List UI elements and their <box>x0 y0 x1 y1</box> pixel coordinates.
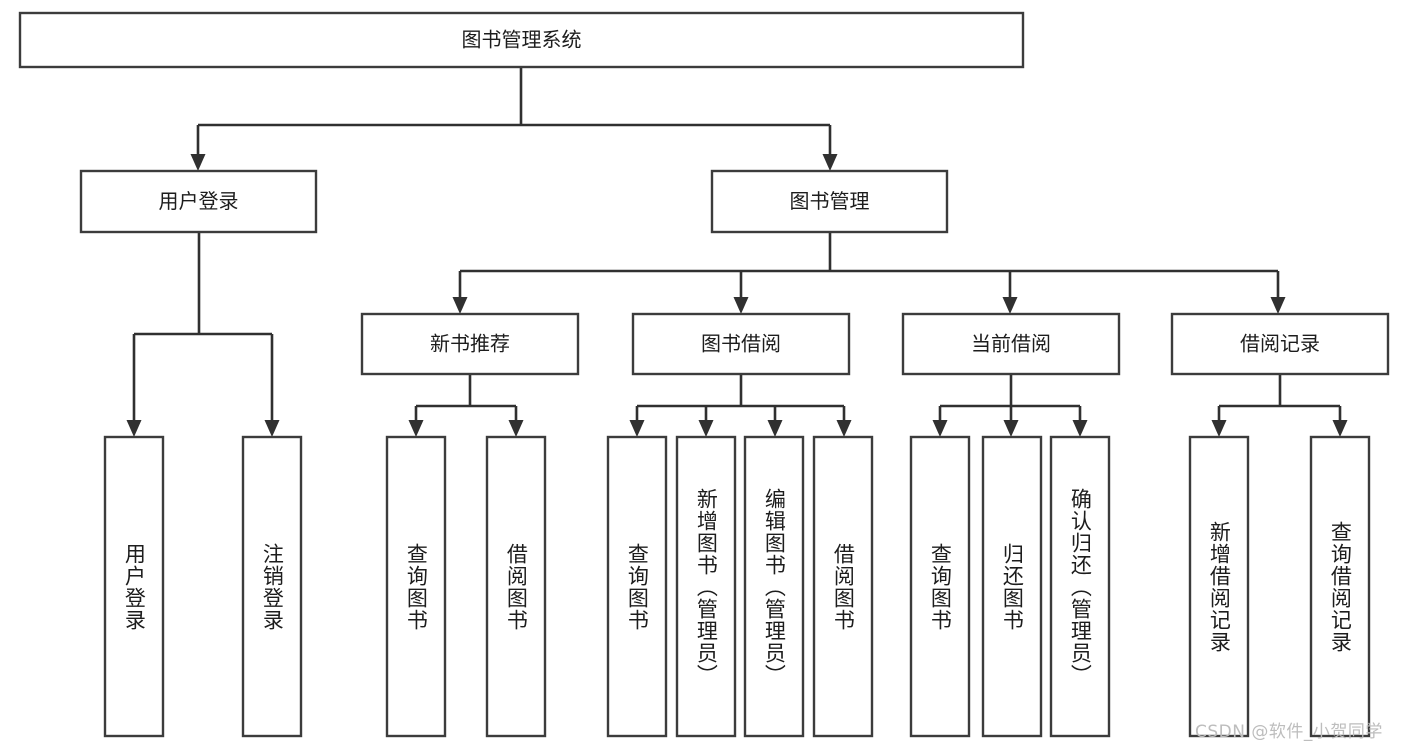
connector-arrowhead <box>408 420 424 437</box>
leaf-node-9-box[interactable] <box>981 435 1043 738</box>
connector-arrowhead <box>452 297 468 314</box>
leaf-node-3-box[interactable] <box>485 435 547 738</box>
root-node-label: 图书管理系统 <box>462 28 582 52</box>
leaf-node-1-box[interactable] <box>241 435 303 738</box>
level2-node-1-box[interactable] <box>631 312 851 376</box>
connector-arrowhead <box>822 154 838 171</box>
leaf-node-10-box[interactable] <box>1049 435 1111 738</box>
leaf-node-2-box[interactable] <box>385 435 447 738</box>
connector-layer <box>126 67 1348 437</box>
node-box-layer <box>18 11 1390 738</box>
level2-node-3-label: 借阅记录 <box>1240 332 1320 356</box>
level1-node-0-box[interactable] <box>79 169 318 234</box>
level1-node-1-box[interactable] <box>710 169 949 234</box>
leaf-node-7-box[interactable] <box>812 435 874 738</box>
level2-node-2-box[interactable] <box>901 312 1121 376</box>
level2-node-1-label: 图书借阅 <box>701 332 781 356</box>
leaf-node-5-box[interactable] <box>675 435 737 738</box>
leaf-node-8-box[interactable] <box>909 435 971 738</box>
connector-arrowhead <box>508 420 524 437</box>
connector-arrowhead <box>932 420 948 437</box>
connector-arrowhead <box>767 420 783 437</box>
connector-arrowhead <box>698 420 714 437</box>
connector-arrowhead <box>1003 420 1019 437</box>
connector-arrowhead <box>126 420 142 437</box>
connector-arrowhead <box>190 154 206 171</box>
leaf-node-4-box[interactable] <box>606 435 668 738</box>
connector-arrowhead <box>629 420 645 437</box>
level1-node-1-label: 图书管理 <box>790 189 870 213</box>
connector-arrowhead <box>1211 420 1227 437</box>
level1-node-0-label: 用户登录 <box>159 189 239 213</box>
leaf-node-11-box[interactable] <box>1188 435 1250 738</box>
root-node-box[interactable] <box>18 11 1025 69</box>
connector-arrowhead <box>1332 420 1348 437</box>
connector-arrowhead <box>1072 420 1088 437</box>
connector-arrowhead <box>1002 297 1018 314</box>
level2-node-2-label: 当前借阅 <box>971 332 1051 356</box>
level2-node-0-box[interactable] <box>360 312 580 376</box>
leaf-node-0-box[interactable] <box>103 435 165 738</box>
leaf-node-6-box[interactable] <box>743 435 805 738</box>
level2-node-0-label: 新书推荐 <box>430 332 510 356</box>
csdn-watermark: CSDN @软件_小贺同学 <box>1195 722 1383 742</box>
connector-arrowhead <box>1270 297 1286 314</box>
connector-arrowhead <box>264 420 280 437</box>
connector-arrowhead <box>733 297 749 314</box>
connector-arrowhead <box>836 420 852 437</box>
level2-node-3-box[interactable] <box>1170 312 1390 376</box>
leaf-node-12-box[interactable] <box>1309 435 1371 738</box>
